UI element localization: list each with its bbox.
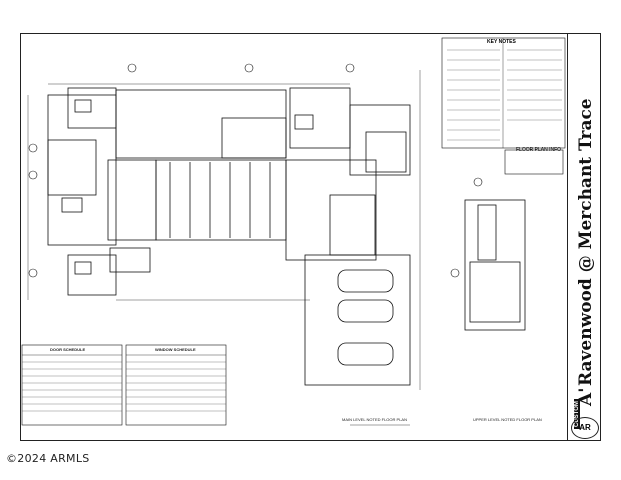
project-name: Ravenwood @ Merchant Trace [576,98,596,386]
floor-plan-info-title: FLOOR PLAN INFO [516,147,562,153]
main-plan-title: MAIN LEVEL NOTED FLOOR PLAN [342,417,407,422]
keynotes-title: KEY NOTES [487,39,516,45]
bedroom-wing-left [47,94,117,246]
garage [304,254,411,386]
title-block: CUSTOM A' Ravenwood @ Merchant Trace AR [567,34,601,440]
upper-level-outline [464,199,526,331]
ar-logo: AR [571,417,599,439]
window-schedule-title: WINDOW SCHEDULE [155,347,196,352]
upper-plan-title: UPPER LEVEL NOTED FLOOR PLAN [473,417,542,422]
lot-label: A' [576,387,596,406]
door-schedule-title: DOOR SCHEDULE [50,347,86,352]
drawing-sheet [20,33,601,441]
copyright-watermark: ©2024 ARMLS [6,452,90,465]
